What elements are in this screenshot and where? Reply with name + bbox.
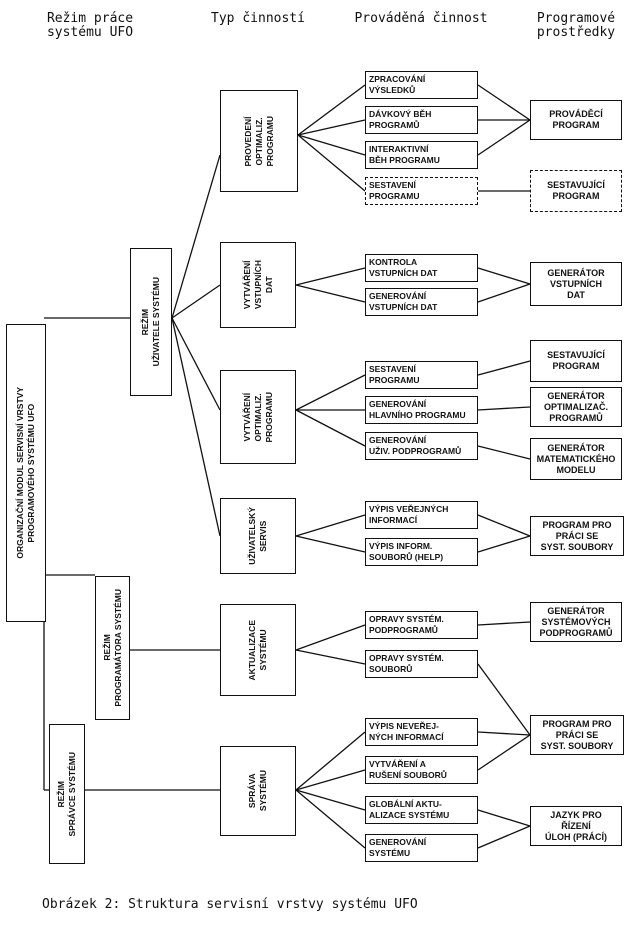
type-service-label: UŽIVATELSKÝ SERVIS xyxy=(247,507,268,565)
wire-a1-t1 xyxy=(477,84,531,121)
activity-fix-files: OPRAVY SYSTÉM. SOUBORŮ xyxy=(365,650,478,678)
activity-generate-subroutines: GENEROVÁNÍ UŽIV. PODPROGRAMŮ xyxy=(365,432,478,460)
tool-job-control-language: JAZYK PRO ŘÍZENÍ ÚLOH (PRÁCÍ) xyxy=(530,806,622,846)
activity-generate-input: GENEROVÁNÍ VSTUPNÍCH DAT xyxy=(365,288,478,316)
type-update-label: AKTUALIZACE SYSTÉMU xyxy=(247,619,268,681)
tool-optimizer-generator: GENERÁTOR OPTIMALIZAČ. PROGRAMŮ xyxy=(530,387,622,427)
wire-execute-a4 xyxy=(297,134,366,192)
wire-execute-a1 xyxy=(297,84,366,136)
wire-service-d2 xyxy=(295,535,366,553)
header-mode: Režim práce systému UFO xyxy=(46,11,134,40)
activity-public-info: VÝPIS VEŘEJNÝCH INFORMACÍ xyxy=(365,501,478,529)
tool-file-program: PROGRAM PRO PRÁCI SE SYST. SOUBORY xyxy=(530,516,624,556)
wire-f3-t10 xyxy=(477,809,531,827)
mode-admin-box: REŽIM SPRÁVCE SYSTÉMU xyxy=(49,724,85,864)
tool-executor: PROVÁDĚCÍ PROGRAM xyxy=(530,100,622,140)
type-execute-box: PROVEDENÍ OPTIMALIZ. PROGRAMU xyxy=(220,90,298,192)
wire-d1-t7 xyxy=(477,514,531,537)
activity-check-input: KONTROLA VSTUPNÍCH DAT xyxy=(365,254,478,282)
wire-c2-t5 xyxy=(477,406,531,411)
wire-user-input xyxy=(171,284,221,319)
wire-create-c3 xyxy=(295,409,366,447)
mode-user-box: REŽIM UŽIVATELE SYSTÉMU xyxy=(130,248,172,396)
activity-global-update: GLOBÁLNÍ AKTU- ALIZACE SYSTÉMU xyxy=(365,796,478,824)
type-update-box: AKTUALIZACE SYSTÉMU xyxy=(220,604,296,696)
root-label: ORGANIZAČNÍ MODUL SERVISNÍ VRSTVY PROGRA… xyxy=(15,387,36,559)
wire-manage-f4 xyxy=(295,789,366,849)
tool-system-subroutine-generator: GENERÁTOR SYSTÉMOVÝCH PODPROGRAMŮ xyxy=(530,602,622,642)
activity-help-files: VÝPIS INFORM. SOUBORŮ (HELP) xyxy=(365,538,478,566)
mode-admin-label: REŽIM SPRÁVCE SYSTÉMU xyxy=(56,751,77,837)
mode-user-label: REŽIM UŽIVATELE SYSTÉMU xyxy=(140,277,161,367)
wire-f2-t9 xyxy=(477,734,531,771)
activity-interactive-run: INTERAKTIVNÍ BĚH PROGRAMU xyxy=(365,141,478,169)
header-tools: Programové prostředky xyxy=(536,11,616,40)
mode-programmer-box: REŽIM PROGRAMÁTORA SYSTÉMU xyxy=(95,576,130,720)
type-create-box: VYTVÁŘENÍ OPTIMALIZ. PROGRAMU xyxy=(220,370,296,464)
type-service-box: UŽIVATELSKÝ SERVIS xyxy=(220,498,296,574)
tool-model-generator: GENERÁTOR MATEMATICKÉHO MODELU xyxy=(530,438,622,480)
wire-update-e1 xyxy=(295,624,366,651)
type-manage-label: SPRÁVA SYSTÉMU xyxy=(247,770,268,812)
wire-b1-t3 xyxy=(477,267,531,285)
wire-input-b2 xyxy=(295,284,366,303)
tool-input-generator: GENERÁTOR VSTUPNÍCH DAT xyxy=(530,262,622,306)
wire-user-service xyxy=(171,317,221,537)
wire-user-execute xyxy=(171,154,221,319)
wire-user-create xyxy=(171,317,221,411)
header-activity: Prováděná činnost xyxy=(354,11,488,26)
wire-f1-t9 xyxy=(477,731,531,736)
wire-manage-f2 xyxy=(295,769,366,791)
wire-c3-t6 xyxy=(477,445,531,460)
activity-fix-subroutines: OPRAVY SYSTÉM. PODPROGRAMŮ xyxy=(365,611,478,639)
wire-create-c1 xyxy=(295,374,366,411)
activity-files-create-delete: VYTVÁŘENÍ A RUŠENÍ SOUBORŮ xyxy=(365,756,478,784)
tool-file-program-2: PROGRAM PRO PRÁCI SE SYST. SOUBORY xyxy=(530,715,624,755)
activity-generate-main: GENEROVÁNÍ HLAVNÍHO PROGRAMU xyxy=(365,396,478,424)
type-execute-label: PROVEDENÍ OPTIMALIZ. PROGRAMU xyxy=(242,115,275,167)
tool-builder: SESTAVUJÍCÍ PROGRAM xyxy=(530,170,622,212)
mode-programmer-label: REŽIM PROGRAMÁTORA SYSTÉMU xyxy=(101,589,123,707)
root-box: ORGANIZAČNÍ MODUL SERVISNÍ VRSTVY PROGRA… xyxy=(6,324,46,622)
tool-builder-2: SESTAVUJÍCÍ PROGRAM xyxy=(530,340,622,382)
activity-private-info: VÝPIS NEVEŘEJ- NÝCH INFORMACÍ xyxy=(365,718,478,746)
figure-caption: Obrázek 2: Struktura servisní vrstvy sys… xyxy=(42,897,418,912)
type-manage-box: SPRÁVA SYSTÉMU xyxy=(220,746,296,836)
wire-execute-a2 xyxy=(297,119,366,136)
activity-generate-system: GENEROVÁNÍ SYSTÉMU xyxy=(365,834,478,862)
activity-batch-run: DÁVKOVÝ BĚH PROGRAMŮ xyxy=(365,106,478,134)
wire-c1-t4 xyxy=(477,360,531,376)
type-create-label: VYTVÁŘENÍ OPTIMALIZ. PROGRAMU xyxy=(241,391,274,443)
wire-f4-t10 xyxy=(477,825,531,849)
wire-execute-a3 xyxy=(297,134,366,156)
activity-process-results: ZPRACOVÁNÍ VÝSLEDKŮ xyxy=(365,71,478,99)
wire-b2-t3 xyxy=(477,283,531,303)
type-input-label: VYTVÁŘENÍ VSTUPNÍCH DAT xyxy=(241,260,274,310)
wire-e2-t9 xyxy=(477,663,531,736)
wire-service-d1 xyxy=(295,514,366,537)
activity-build-program-2: SESTAVENÍ PROGRAMU xyxy=(365,361,478,389)
type-input-box: VYTVÁŘENÍ VSTUPNÍCH DAT xyxy=(220,242,296,328)
wire-manage-f3 xyxy=(295,789,366,811)
wire-input-b1 xyxy=(295,267,366,286)
header-type: Typ činností xyxy=(211,11,305,26)
activity-build-program: SESTAVENÍ PROGRAMU xyxy=(365,177,478,205)
wire-a3-t1 xyxy=(477,119,531,156)
wire-manage-f1 xyxy=(295,731,366,791)
wire-d2-t7 xyxy=(477,535,531,553)
wire-e1-t8 xyxy=(477,621,531,626)
wire-update-e2 xyxy=(295,649,366,665)
